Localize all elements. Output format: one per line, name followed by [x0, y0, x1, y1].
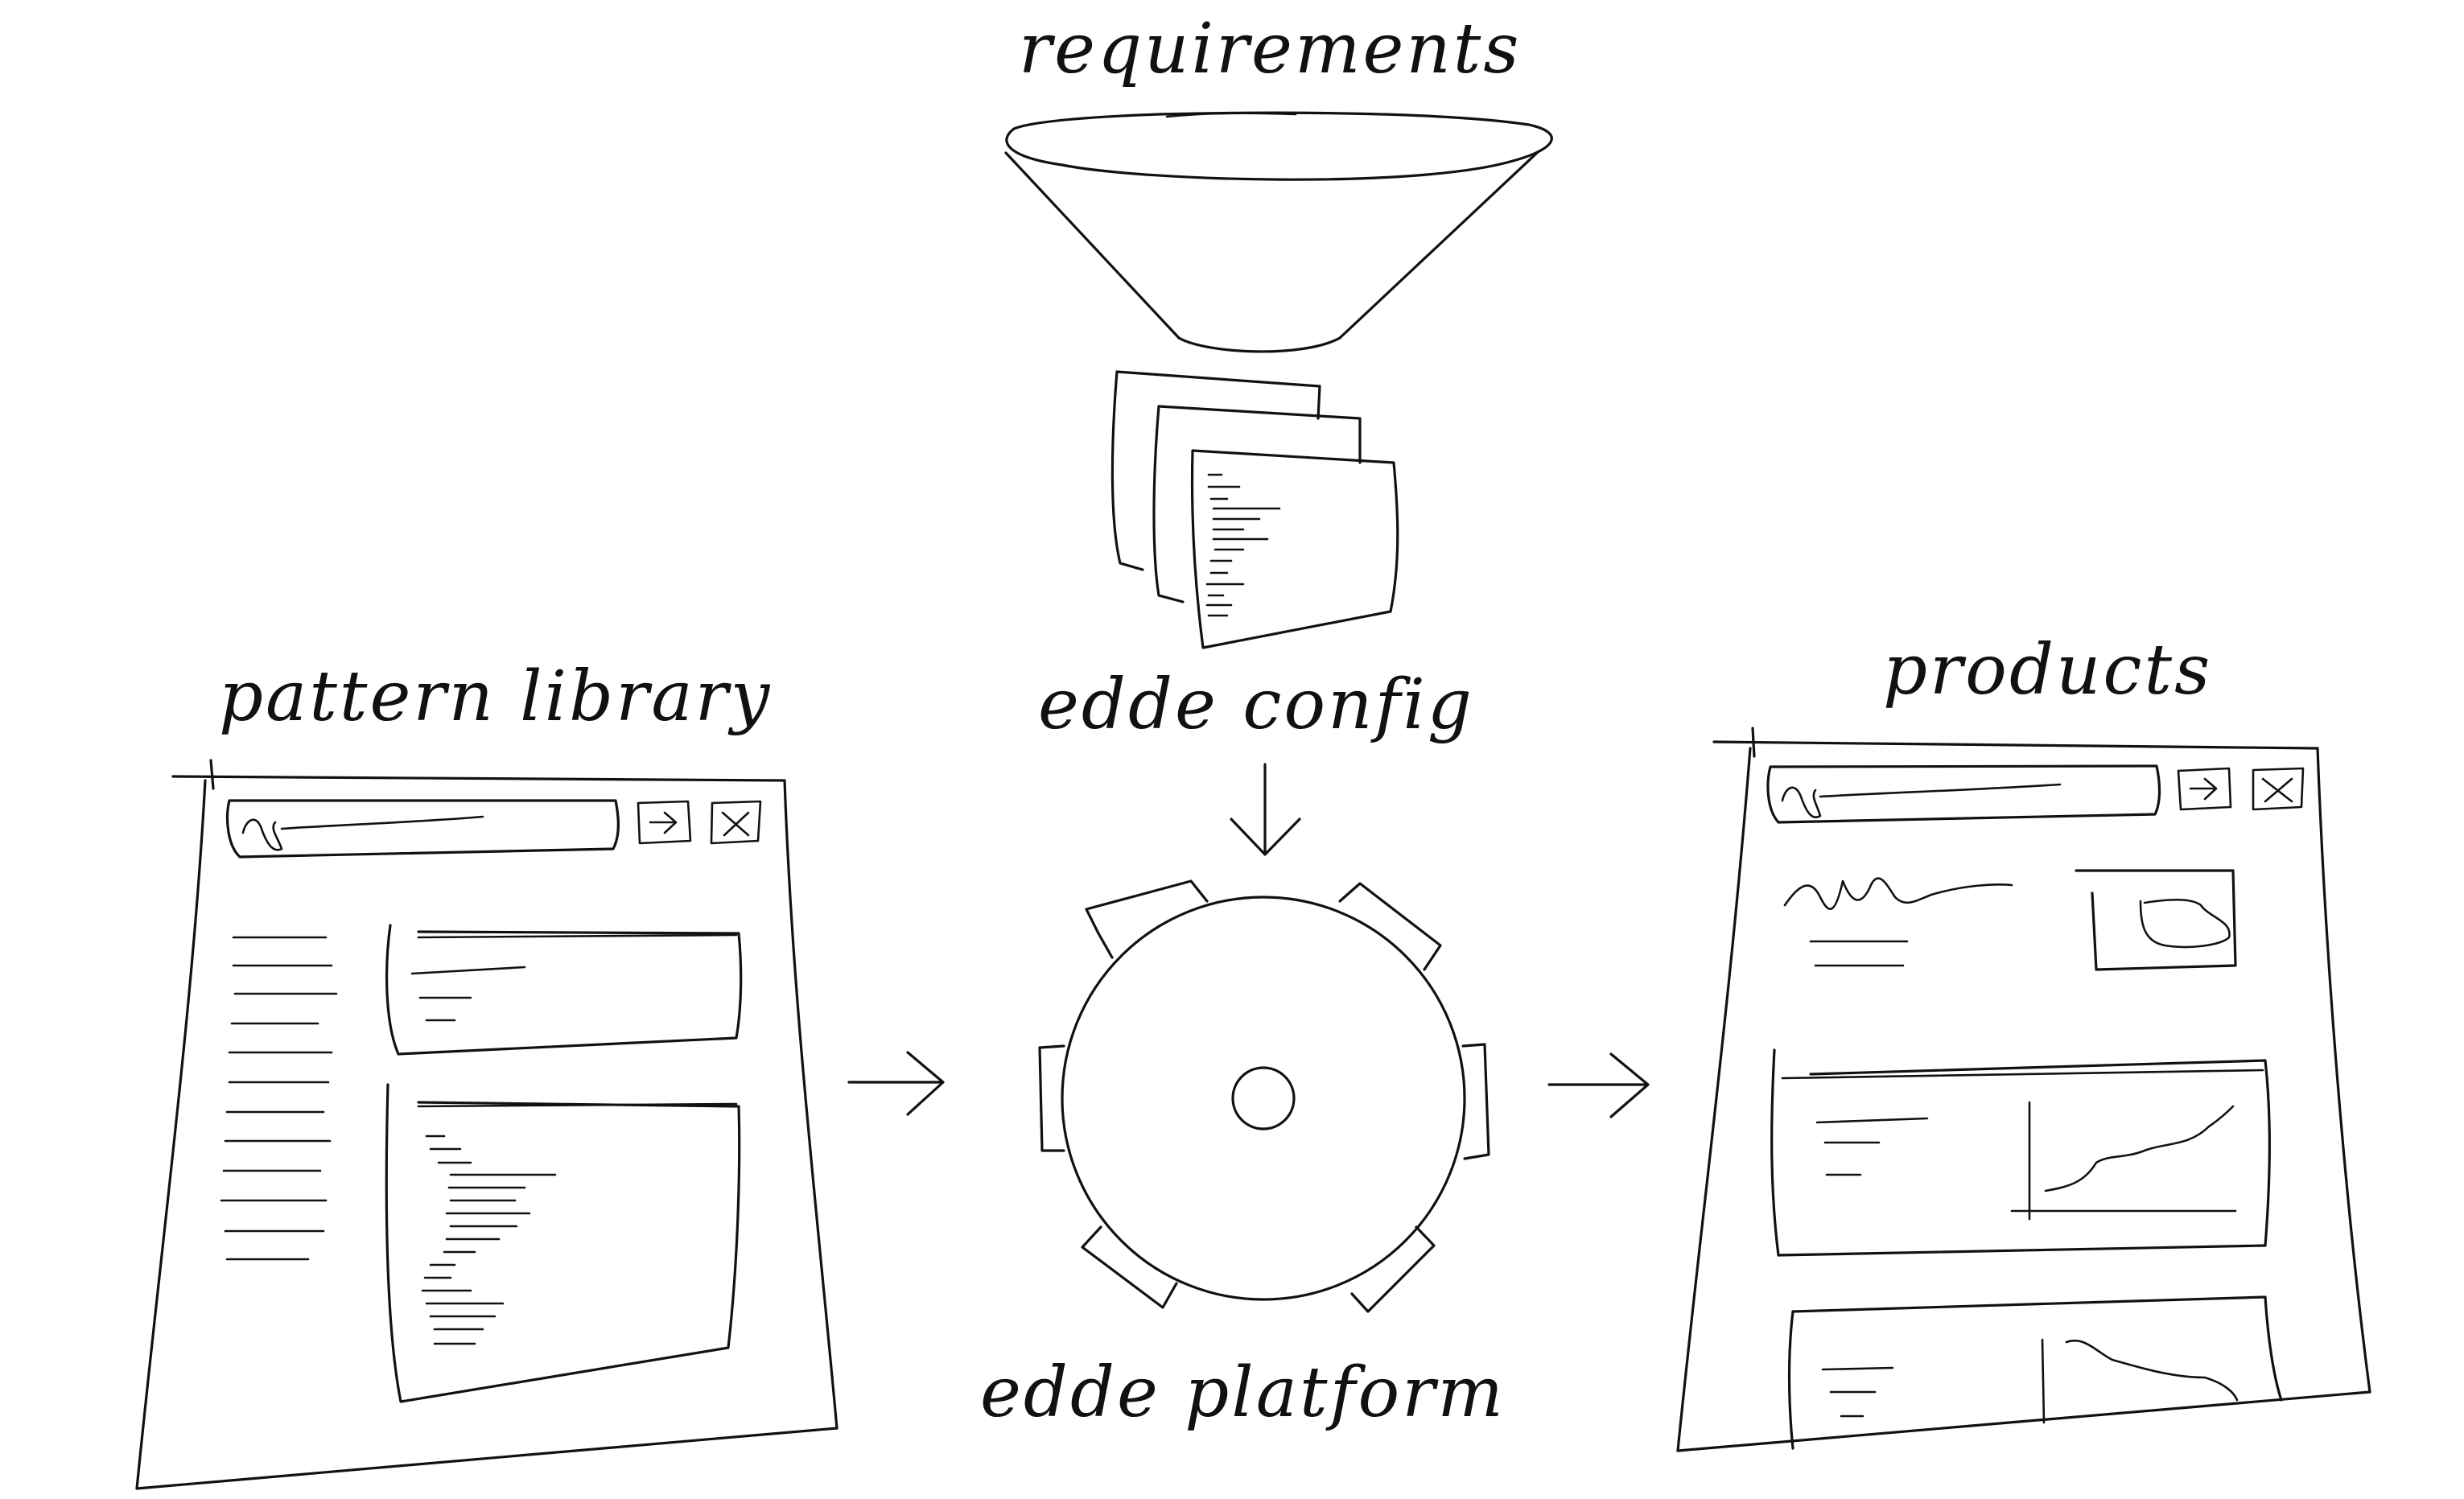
requirements-label: requirements [1019, 9, 1521, 89]
gear-icon [1038, 879, 1490, 1313]
pattern-library-label: pattern library [219, 657, 772, 737]
go-button-icon [2177, 767, 2232, 811]
nav-list [220, 936, 338, 1261]
browser-window-icon [135, 759, 839, 1490]
image-placeholder-icon [2075, 869, 2237, 971]
edde-platform-label: edde platform [980, 1353, 1506, 1433]
code-lines [421, 1135, 557, 1345]
edde-config-label: edde config [1038, 665, 1474, 745]
close-icon [710, 800, 762, 845]
arrow-icon [1547, 1052, 1650, 1118]
go-button-icon [637, 800, 692, 845]
arrow-icon [847, 1051, 945, 1116]
config-code-lines [1205, 473, 1281, 617]
logo-scribble [1783, 877, 2013, 911]
arrow-icon [1230, 763, 1301, 856]
browser-window-icon [1676, 727, 2371, 1452]
funnel-icon [1004, 111, 1553, 353]
close-icon [2252, 767, 2305, 811]
document-stack-icon [1110, 370, 1399, 649]
products-label: products [1883, 630, 2212, 710]
line-chart-icon [2010, 1101, 2237, 1221]
line-chart-icon [2041, 1338, 2239, 1424]
